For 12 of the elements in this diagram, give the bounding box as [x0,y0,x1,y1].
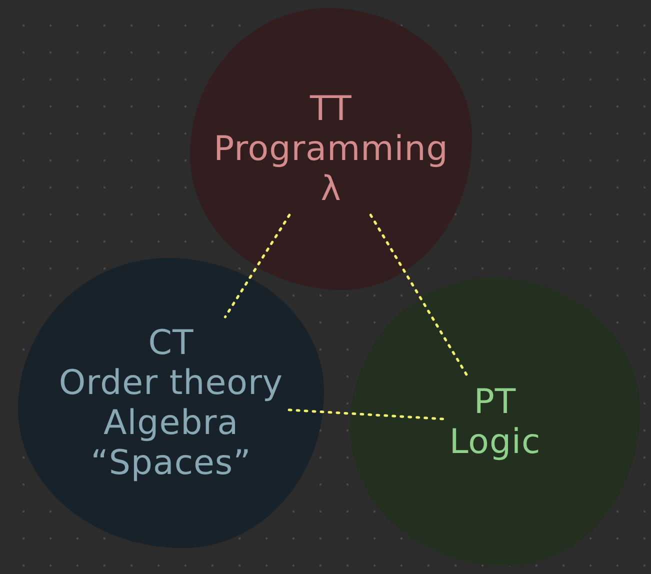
blob-label: Logic [449,422,541,462]
dotted-line [288,408,445,420]
blob-label: Order theory [58,363,284,403]
blob-label: Programming [214,129,448,169]
dotted-line [369,214,469,378]
blob-label: CT [148,323,194,363]
blob-label: PT [474,382,516,422]
blob-label: TT [310,89,352,129]
blob-label: “Spaces” [90,443,252,483]
blob-label: λ [320,169,342,209]
dotted-line [224,214,291,318]
blob-label: Algebra [103,403,239,443]
